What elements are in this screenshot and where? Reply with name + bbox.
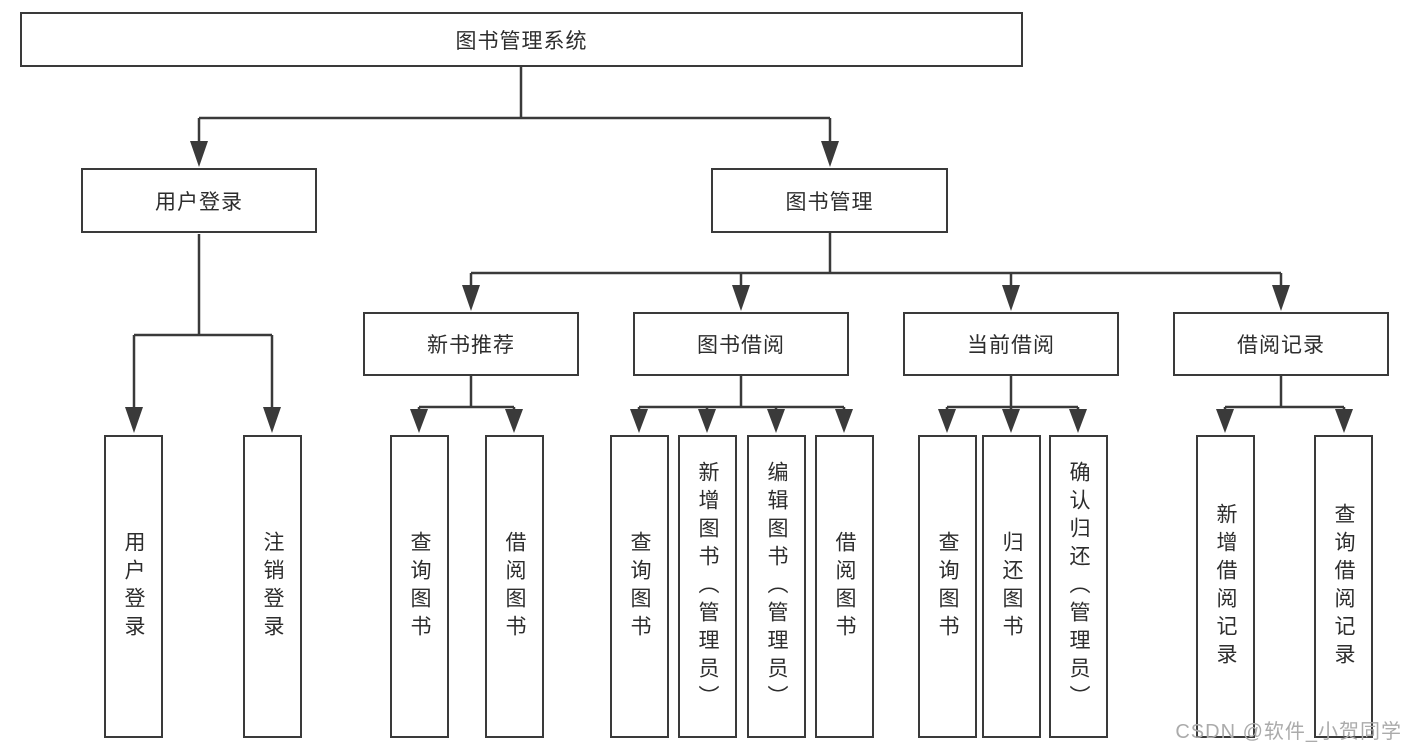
leaf-confirm-return-admin: 确认归还（管理员）: [1049, 435, 1108, 738]
leaf-search-borrow-record: 查询借阅记录: [1314, 435, 1373, 738]
leaf-label: 查询图书: [628, 530, 651, 643]
leaf-return-books: 归还图书: [982, 435, 1041, 738]
leaf-borrow-books-recommend: 借阅图书: [485, 435, 544, 738]
leaf-search-books-borrow: 查询图书: [610, 435, 669, 738]
node-library-management-system: 图书管理系统: [20, 12, 1023, 67]
leaf-label: 查询图书: [936, 530, 959, 643]
leaf-search-books-recommend: 查询图书: [390, 435, 449, 738]
leaf-label: 借阅图书: [503, 530, 526, 643]
leaf-add-borrow-record: 新增借阅记录: [1196, 435, 1255, 738]
node-book-management: 图书管理: [711, 168, 948, 233]
node-new-book-recommendation: 新书推荐: [363, 312, 579, 376]
leaf-label: 注销登录: [261, 530, 284, 643]
leaf-label: 新增借阅记录: [1214, 502, 1237, 671]
node-user-login: 用户登录: [81, 168, 317, 233]
node-borrowing-records: 借阅记录: [1173, 312, 1389, 376]
leaf-label: 编辑图书（管理员）: [765, 460, 788, 713]
csdn-watermark: CSDN @软件_小贺同学: [1175, 721, 1402, 743]
leaf-search-books-current: 查询图书: [918, 435, 977, 738]
leaf-label: 查询借阅记录: [1332, 502, 1355, 671]
leaf-label: 新增图书（管理员）: [696, 460, 719, 713]
node-current-borrowing: 当前借阅: [903, 312, 1119, 376]
leaf-add-books-admin: 新增图书（管理员）: [678, 435, 737, 738]
leaf-user-login: 用户登录: [104, 435, 163, 738]
node-book-borrowing: 图书借阅: [633, 312, 849, 376]
leaf-label: 借阅图书: [833, 530, 856, 643]
leaf-borrow-books: 借阅图书: [815, 435, 874, 738]
leaf-label: 查询图书: [408, 530, 431, 643]
leaf-logout: 注销登录: [243, 435, 302, 738]
leaf-label: 用户登录: [122, 530, 145, 643]
leaf-label: 归还图书: [1000, 530, 1023, 643]
leaf-label: 确认归还（管理员）: [1067, 460, 1090, 713]
leaf-edit-books-admin: 编辑图书（管理员）: [747, 435, 806, 738]
